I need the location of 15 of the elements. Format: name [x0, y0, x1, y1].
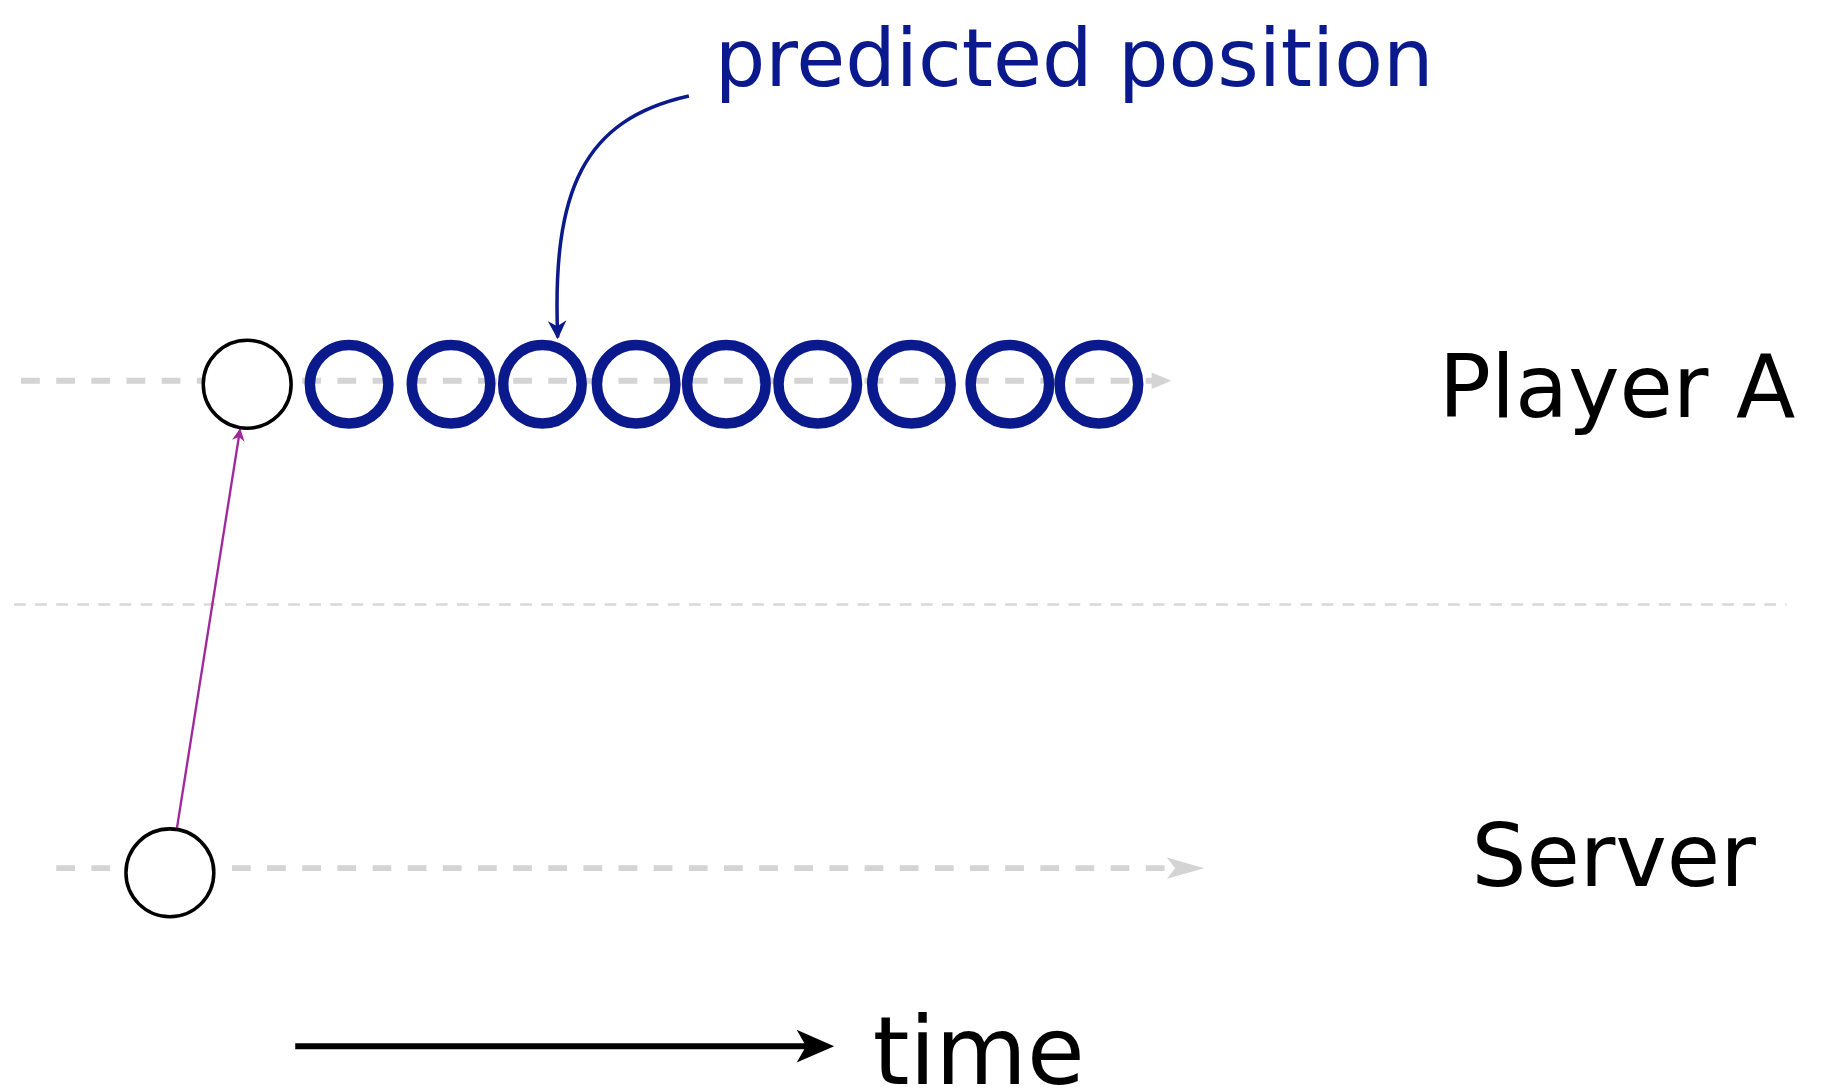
- predicted-position-circle: [406, 339, 496, 429]
- predicted-position-circle: [1054, 339, 1144, 429]
- lane-label: Player A: [1438, 337, 1796, 438]
- leader-line: [548, 94, 690, 340]
- annotation-text: predicted position: [714, 9, 1434, 108]
- axis-label: time: [872, 998, 1085, 1092]
- arrow: [175, 428, 245, 828]
- lane-label: Server: [1471, 806, 1756, 906]
- predicted-position-circle: [773, 339, 863, 429]
- predicted-position-circle: [965, 339, 1055, 429]
- predicted-position-circle: [591, 339, 681, 429]
- predicted-position-circle: [497, 339, 587, 429]
- predicted-position-circle: [866, 339, 956, 429]
- predicted-position-circle: [681, 339, 771, 429]
- predicted-position-circle: [304, 339, 394, 429]
